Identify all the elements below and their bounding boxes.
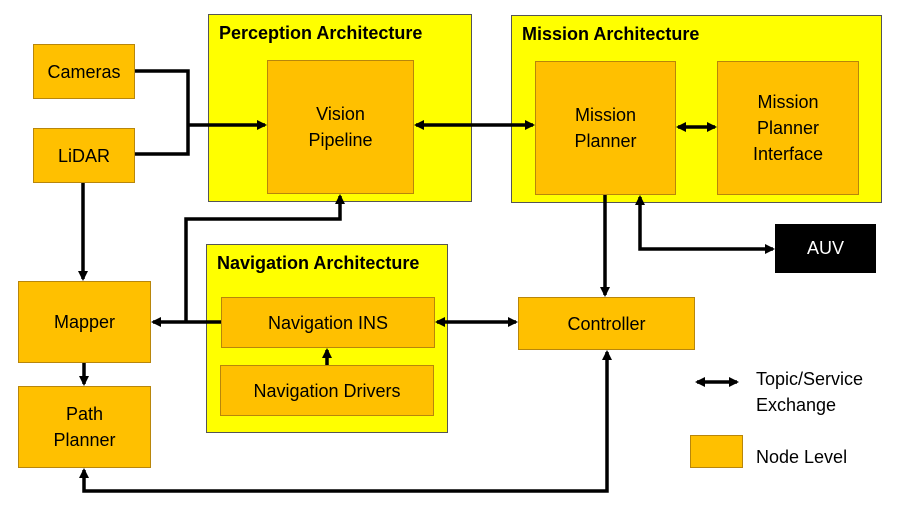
auv-node: AUV xyxy=(775,224,876,273)
controller-node: Controller xyxy=(518,297,695,350)
navigation-architecture-title: Navigation Architecture xyxy=(217,253,420,273)
perception-architecture-title: Perception Architecture xyxy=(219,23,423,43)
cameras-node: Cameras xyxy=(33,44,135,99)
legend-node-level-label: Node Level xyxy=(756,447,848,467)
mission-architecture-title: Mission Architecture xyxy=(522,24,700,44)
cameras-connector xyxy=(135,69,190,125)
mission-auv-exchange-arrow xyxy=(635,195,775,254)
navigation-ins-node: Navigation INS xyxy=(221,297,435,348)
mapper-node: Mapper xyxy=(18,281,151,363)
legend-node-swatch xyxy=(690,435,743,468)
mission-planner-interface-node: Mission Planner Interface xyxy=(717,61,859,195)
lidar-connector xyxy=(135,125,190,156)
legend-exchange-label: Topic/Service Exchange xyxy=(756,369,864,415)
lidar-node: LiDAR xyxy=(33,128,135,183)
path-planner-node: Path Planner xyxy=(18,386,151,468)
vision-pipeline-node: Vision Pipeline xyxy=(267,60,414,194)
navigation-drivers-node: Navigation Drivers xyxy=(220,365,434,416)
mission-planner-node: Mission Planner xyxy=(535,61,676,195)
